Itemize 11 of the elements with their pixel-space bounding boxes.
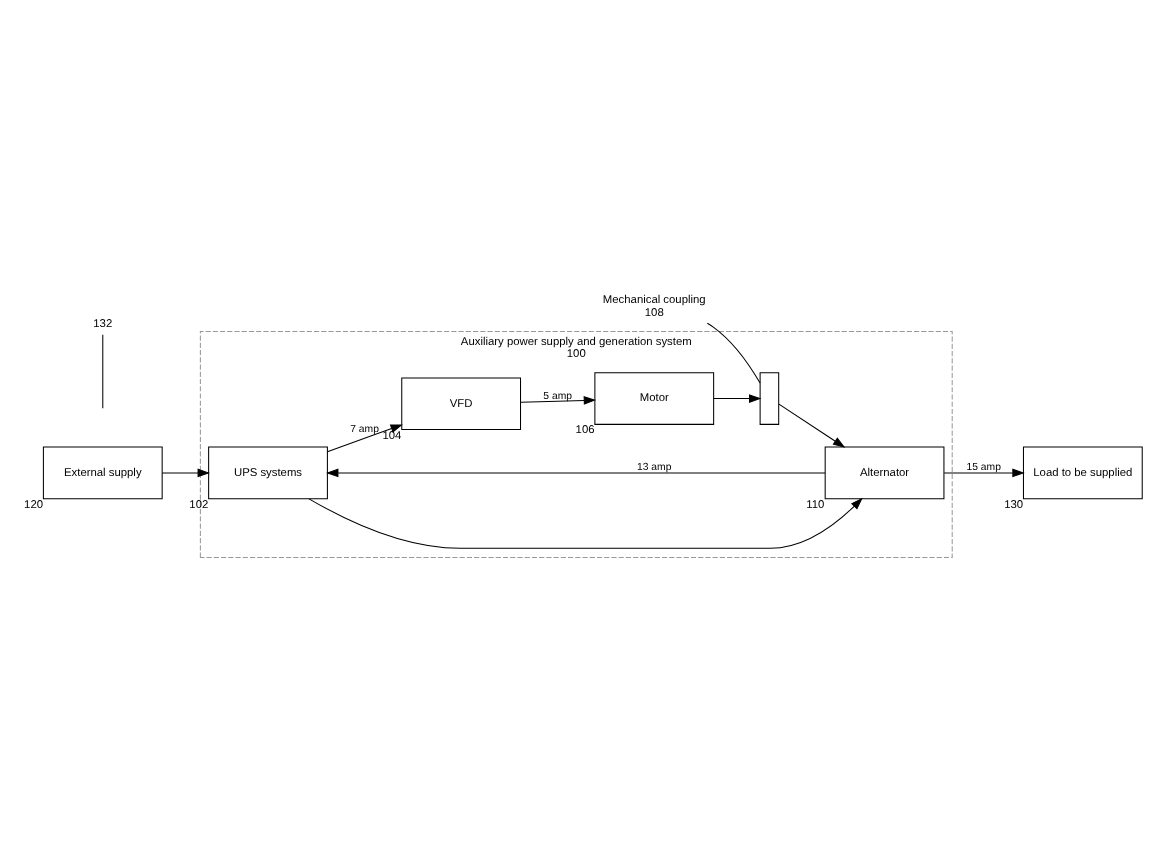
- arrow: [520, 395, 597, 404]
- arrow: [778, 402, 846, 447]
- connector: [706, 321, 761, 383]
- connector: [102, 333, 104, 408]
- arrow: [713, 393, 762, 402]
- arrow: [326, 423, 403, 452]
- arrow: [308, 496, 863, 548]
- arrow: [161, 467, 210, 477]
- arrow: [326, 467, 826, 477]
- arrow: [943, 467, 1025, 477]
- node-bar: [759, 371, 780, 424]
